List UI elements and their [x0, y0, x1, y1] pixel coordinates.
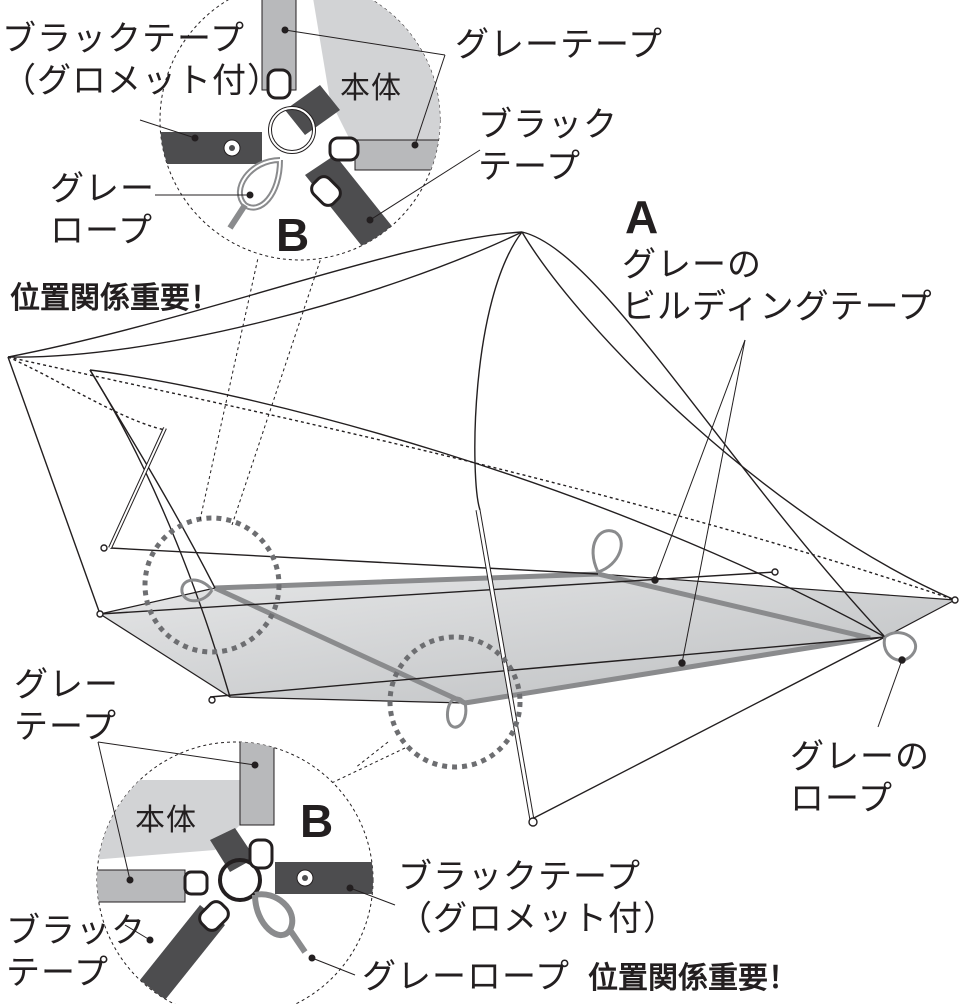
rope-loop [445, 696, 468, 729]
label-gray-tape-top: グレーテープ [455, 24, 663, 66]
highlight-circle-left [142, 515, 282, 655]
black-tape-grommet-top [160, 132, 262, 164]
label-line: B [300, 795, 335, 847]
label-line: 位置関係重要！ [10, 281, 220, 316]
label-black-tape-grommet-bottom: ブラックテープ （グロメット付） [398, 856, 678, 940]
label-line: ブラック [6, 911, 146, 951]
label-gray-building-tape: グレーの ビルディングテープ [622, 244, 933, 328]
guy-line [529, 636, 886, 821]
gray-tape-top-right [354, 139, 440, 171]
label-line: グレーロープ [362, 957, 570, 997]
label-line: グレー [50, 169, 155, 209]
label-line: ブラック [478, 105, 618, 145]
label-important-top: 位置関係重要！ [10, 278, 220, 320]
label-b-bottom: B [300, 796, 334, 846]
label-line: テープ [6, 953, 109, 993]
label-line: （グロメット付） [2, 61, 282, 101]
trekking-pole-front-inner [476, 509, 534, 821]
label-line: テープ [14, 707, 117, 747]
guy-line [99, 571, 776, 615]
label-a: A [625, 192, 659, 242]
label-black-tape-top: ブラック テープ [478, 104, 618, 188]
label-line: ビルディングテープ [622, 287, 933, 327]
label-important-bottom: 位置関係重要！ [588, 958, 798, 1000]
canopy-main [474, 231, 523, 511]
label-line: グレーテープ [455, 25, 663, 65]
rope-loop [882, 631, 918, 662]
label-b-top: B [276, 210, 310, 260]
callout-bottom [96, 741, 396, 1004]
canopy-right [521, 231, 956, 601]
label-gray-rope-top: グレー ロープ [50, 168, 155, 252]
label-line: ブラックテープ [398, 857, 641, 897]
tent-main [7, 231, 959, 827]
label-gray-rope-bottom: グレーロープ [362, 956, 570, 998]
label-body-top: 本体 [340, 68, 402, 110]
label-line: 位置関係重要！ [588, 961, 798, 996]
label-line: グレーの [622, 245, 762, 285]
label-line: グレー [14, 665, 119, 705]
body-fabric-bottom [97, 780, 245, 860]
label-line: 本体 [135, 803, 197, 838]
ridge-line-2 [7, 231, 523, 358]
label-gray-tape-bottom: グレー テープ [14, 664, 119, 748]
guy-line [109, 547, 599, 575]
label-line: （グロメット付） [398, 899, 678, 939]
rope-loop [180, 578, 214, 603]
guy-line [209, 636, 886, 698]
label-line: グレーの [790, 737, 930, 777]
trekking-pole-left-inner [109, 427, 166, 549]
canopy-right-2 [521, 231, 886, 638]
label-line: ブラックテープ [2, 19, 245, 59]
ridge-line [7, 231, 523, 358]
label-line: B [276, 209, 311, 261]
label-body-bottom: 本体 [135, 800, 197, 842]
label-black-tape-grommet-top: ブラックテープ （グロメット付） [2, 18, 282, 102]
label-line: ロープ [790, 779, 893, 819]
label-line: ロープ [50, 211, 153, 251]
rope-loop [591, 529, 623, 574]
canopy-left-dotted [7, 356, 166, 431]
canopy-dotted [7, 356, 956, 601]
callout-top [139, 0, 481, 261]
label-gray-rope-right: グレーの ロープ [790, 736, 930, 820]
canopy-left [7, 356, 101, 615]
label-line: 本体 [340, 71, 402, 106]
label-line: A [625, 191, 660, 243]
highlight-circle-front [387, 634, 523, 770]
label-line: テープ [478, 147, 581, 187]
label-black-tape-bottom: ブラック テープ [6, 910, 146, 994]
